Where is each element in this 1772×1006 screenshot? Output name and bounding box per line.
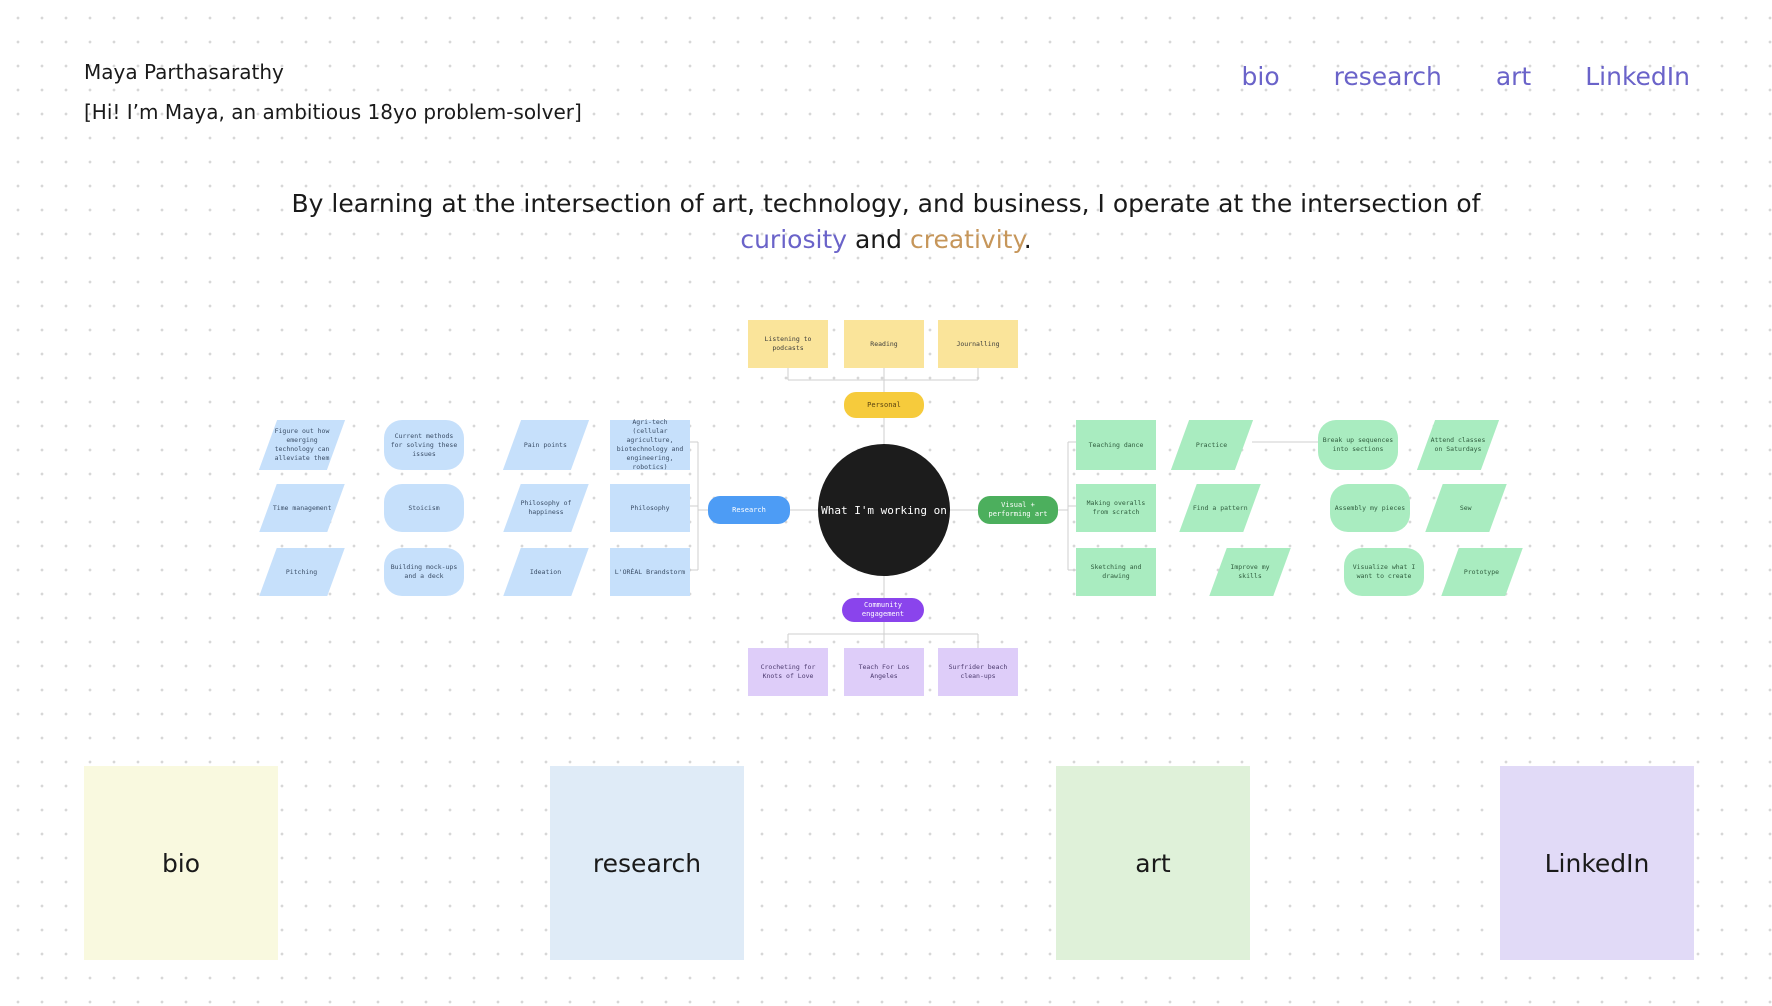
mindmap-node: Philosophy of happiness <box>503 484 589 532</box>
mindmap-node: Building mock-ups and a deck <box>384 548 464 596</box>
mindmap-node: Sew <box>1425 484 1507 532</box>
nav-link-bio[interactable]: bio <box>1241 62 1280 91</box>
nav-link-research[interactable]: research <box>1333 62 1442 91</box>
mindmap-node: Prototype <box>1441 548 1523 596</box>
headline-and: and <box>854 225 903 254</box>
mindmap-node: Agri-tech (cellular agriculture, biotech… <box>610 418 690 471</box>
mindmap-node-label: Find a pattern <box>1192 503 1248 512</box>
top-nav: bio research art LinkedIn <box>1242 62 1690 91</box>
headline: By learning at the intersection of art, … <box>0 186 1772 258</box>
tile-art[interactable]: art <box>1056 766 1250 960</box>
mindmap-center: What I'm working on <box>818 444 950 576</box>
mindmap-node-label: Pain points <box>524 440 568 449</box>
mindmap-node: Pitching <box>259 548 345 596</box>
headline-curiosity: curiosity <box>740 225 848 254</box>
branch-community-engagement: Community engagement <box>842 598 924 622</box>
mindmap-node: L'ORÉAL Brandstorm <box>610 548 690 596</box>
mindmap-node: Making overalls from scratch <box>1076 484 1156 532</box>
mindmap-node: Sketching and drawing <box>1076 548 1156 596</box>
headline-creativity: creativity <box>909 225 1024 254</box>
nav-link-linkedin[interactable]: LinkedIn <box>1585 62 1690 91</box>
mindmap-node: Visualize what I want to create <box>1344 548 1424 596</box>
mindmap-node: Philosophy <box>610 484 690 532</box>
mindmap-node: Teach For Los Angeles <box>844 648 924 696</box>
mindmap-node: Improve my skills <box>1209 548 1291 596</box>
mindmap-node: Pain points <box>502 420 590 470</box>
mindmap-node-label: Ideation <box>530 567 562 576</box>
mindmap-node: Reading <box>844 320 924 368</box>
nav-link-art[interactable]: art <box>1495 62 1532 91</box>
owner-name: Maya Parthasarathy <box>84 60 284 84</box>
mindmap-node-label: Pitching <box>286 567 318 576</box>
mindmap-node: Stoicism <box>384 484 464 532</box>
mindmap-node: Surfrider beach clean-ups <box>938 648 1018 696</box>
headline-text: By learning at the intersection of art, … <box>291 189 1481 218</box>
mindmap-node-label: Improve my skills <box>1230 563 1270 580</box>
mindmap-node-label: Prototype <box>1464 567 1500 576</box>
mindmap-node-label: Attend classes on Saturdays <box>1430 436 1486 453</box>
mindmap-node-label: Practice <box>1196 440 1228 449</box>
mindmap-node: Journalling <box>938 320 1018 368</box>
mindmap-node: Current methods for solving these issues <box>384 420 464 470</box>
branch-personal: Personal <box>844 392 924 418</box>
mindmap-node: Crocheting for Knots of Love <box>748 648 828 696</box>
tile-linkedin[interactable]: LinkedIn <box>1500 766 1694 960</box>
mindmap-node: Teaching dance <box>1076 420 1156 470</box>
branch-visual-performing-art: Visual + performing art <box>978 496 1058 524</box>
branch-research: Research <box>708 496 790 524</box>
tile-research[interactable]: research <box>550 766 744 960</box>
mindmap-node-label: Sew <box>1460 503 1472 512</box>
mindmap-node: Figure out how emerging technology can a… <box>258 420 346 470</box>
mindmap-node-label: Figure out how emerging technology can a… <box>274 427 330 462</box>
mindmap-node: Find a pattern <box>1179 484 1261 532</box>
mindmap-node: Attend classes on Saturdays <box>1416 420 1500 470</box>
tagline: [Hi! I’m Maya, an ambitious 18yo problem… <box>84 100 582 124</box>
mindmap-node-label: Time management <box>272 503 332 512</box>
mindmap-node: Practice <box>1170 420 1254 470</box>
headline-period: . <box>1023 225 1032 254</box>
mindmap-node: Ideation <box>503 548 589 596</box>
mindmap-node-label: Philosophy of happiness <box>520 499 572 516</box>
mindmap-node: Listening to podcasts <box>748 320 828 368</box>
mindmap-node: Assembly my pieces <box>1330 484 1410 532</box>
mindmap-node: Break up sequences into sections <box>1318 420 1398 470</box>
tile-bio[interactable]: bio <box>84 766 278 960</box>
mindmap-node: Time management <box>259 484 345 532</box>
